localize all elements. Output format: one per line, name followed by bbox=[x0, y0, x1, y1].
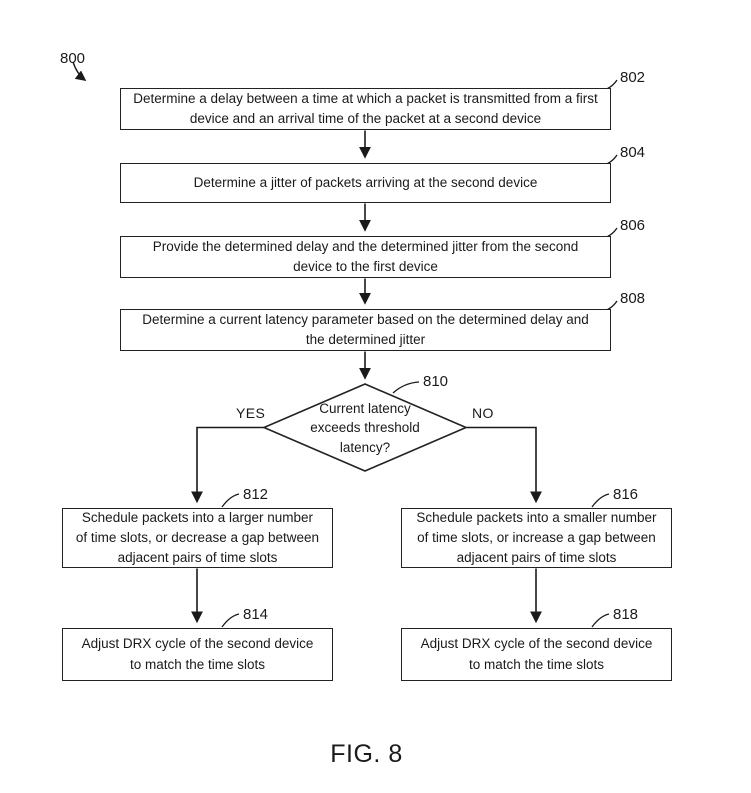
ref-810: 810 bbox=[423, 373, 449, 390]
step-box-812: Schedule packets into a larger number of… bbox=[62, 508, 333, 568]
ref-804: 804 bbox=[620, 144, 646, 161]
step-text-808: Determine a current latency parameter ba… bbox=[142, 311, 589, 347]
step-text-806: Provide the determined delay and the det… bbox=[152, 238, 579, 274]
leader-816 bbox=[591, 493, 610, 508]
step-text-818: Adjust DRX cycle of the second device to… bbox=[420, 636, 653, 672]
leader-812 bbox=[221, 493, 240, 508]
step-text-812: Schedule packets into a larger number of… bbox=[75, 509, 320, 566]
step-text-802: Determine a delay between a time at whic… bbox=[133, 90, 598, 126]
arrow-800-pointer bbox=[72, 61, 87, 81]
ref-818: 818 bbox=[613, 606, 639, 623]
step-box-802: Determine a delay between a time at whic… bbox=[120, 88, 611, 130]
step-text-814: Adjust DRX cycle of the second device to… bbox=[81, 636, 314, 672]
decision-label: Current latency exceeds threshold latenc… bbox=[310, 400, 420, 455]
step-box-814: Adjust DRX cycle of the second device to… bbox=[62, 628, 333, 681]
leader-810 bbox=[392, 381, 420, 394]
ref-802: 802 bbox=[620, 69, 646, 86]
leader-818 bbox=[591, 613, 610, 628]
step-box-816: Schedule packets into a smaller number o… bbox=[401, 508, 672, 568]
ref-808: 808 bbox=[620, 290, 646, 307]
ref-806: 806 bbox=[620, 217, 646, 234]
no-branch-label: NO bbox=[472, 405, 494, 421]
step-text-816: Schedule packets into a smaller number o… bbox=[416, 509, 657, 566]
figure-caption: FIG. 8 bbox=[330, 740, 403, 768]
yes-branch-label: YES bbox=[236, 405, 266, 421]
step-text-804: Determine a jitter of packets arriving a… bbox=[193, 174, 538, 190]
ref-800: 800 bbox=[60, 50, 86, 67]
arrow-no-branch bbox=[466, 426, 542, 504]
leader-814 bbox=[221, 613, 240, 628]
step-box-818: Adjust DRX cycle of the second device to… bbox=[401, 628, 672, 681]
step-box-804: Determine a jitter of packets arriving a… bbox=[120, 163, 611, 203]
decision-diamond-shape bbox=[261, 383, 469, 472]
ref-814: 814 bbox=[243, 606, 269, 623]
arrow-yes-branch bbox=[191, 426, 264, 504]
decision-text-810: Current latency exceeds threshold latenc… bbox=[293, 397, 437, 459]
step-box-806: Provide the determined delay and the det… bbox=[120, 236, 611, 278]
ref-816: 816 bbox=[613, 486, 639, 503]
ref-812: 812 bbox=[243, 486, 269, 503]
step-box-808: Determine a current latency parameter ba… bbox=[120, 309, 611, 351]
